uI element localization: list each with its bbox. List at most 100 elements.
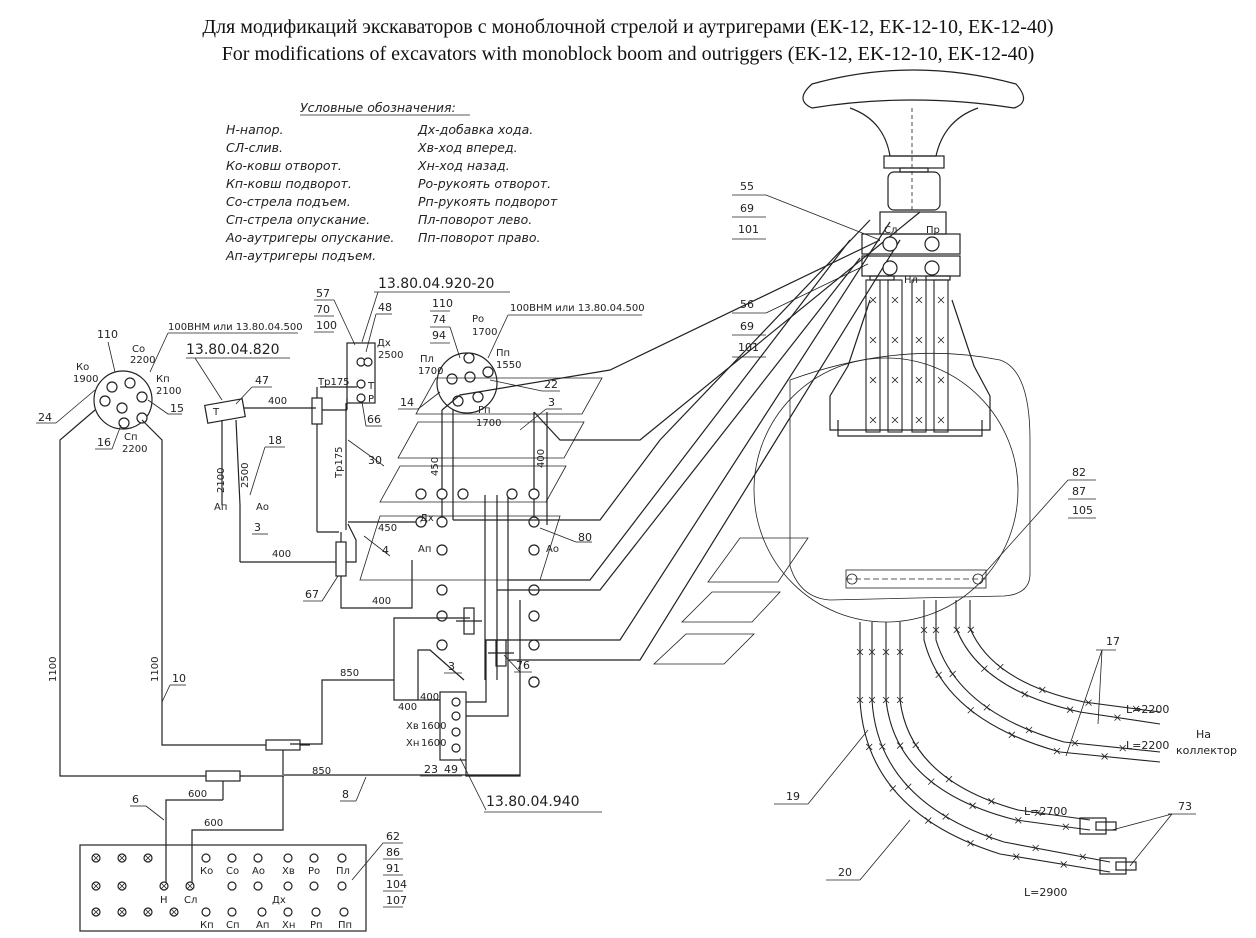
part-62: 62 xyxy=(386,830,400,843)
port-ro-length: 1700 xyxy=(472,327,497,338)
distributor-port-bottom-5 xyxy=(339,907,349,917)
distributor-dx: Дх xyxy=(272,895,286,906)
part-55: 55 xyxy=(740,180,754,193)
distributor-port-mid-3 xyxy=(309,881,319,891)
block-xv-length: 1600 xyxy=(421,721,446,732)
part-3-right: 3 xyxy=(548,396,555,409)
hose-l2200-bottom: L=2200 xyxy=(1126,739,1169,752)
distributor-label-bottom-3: Хн xyxy=(282,920,295,931)
collector-label-line1: На xyxy=(1196,728,1211,741)
dim-450-vertical: 450 xyxy=(430,457,441,476)
dim-400-vertical: 400 xyxy=(536,449,547,468)
part-24: 24 xyxy=(38,411,52,424)
part-15: 15 xyxy=(170,402,184,415)
legend-right-1: Хв-ход вперед. xyxy=(417,140,518,155)
steering-pr: Пр xyxy=(926,225,940,236)
distributor-label-top-5: Пл xyxy=(336,866,350,877)
distributor-port-top-2 xyxy=(253,853,263,863)
distributor-port-bottom-2 xyxy=(257,907,267,917)
valve-920-code: 13.80.04.920-20 xyxy=(378,276,494,292)
part-22: 22 xyxy=(544,378,558,391)
part-18: 18 xyxy=(268,434,282,447)
part-14: 14 xyxy=(400,396,414,409)
dim-600-a: 600 xyxy=(188,789,207,800)
part-19: 19 xyxy=(786,790,800,803)
block-xv: Хв xyxy=(406,721,419,732)
distributor-label-bottom-5: Пп xyxy=(338,920,352,931)
distributor-port-bottom-0 xyxy=(201,907,211,917)
part-67: 67 xyxy=(305,588,319,601)
legend-heading: Условные обозначения: xyxy=(300,100,456,115)
hose-l2700: L=2700 xyxy=(1024,805,1067,818)
distributor-label-bottom-0: Кп xyxy=(200,920,214,931)
lower-piping: 1100 1100 10 600 600 6 xyxy=(48,409,310,884)
distributor-port-bottom-1 xyxy=(227,907,237,917)
legend-right-6: Пп-поворот право. xyxy=(418,230,541,245)
part-49: 49 xyxy=(444,763,458,776)
distributor-port-mid-1 xyxy=(253,881,263,891)
part-23: 23 xyxy=(424,763,438,776)
block-ap: Ап xyxy=(418,544,431,555)
port-pp: Пп xyxy=(496,348,510,359)
port-pl: Пл xyxy=(420,354,434,365)
block-dx: Дх xyxy=(420,513,434,524)
part-3-left: 3 xyxy=(254,521,261,534)
joystick-left-alt-model: 100ВНМ или 13.80.04.500 xyxy=(168,322,303,333)
part-91: 91 xyxy=(386,862,400,875)
distributor-port-top-5 xyxy=(337,853,347,863)
distributor-label-top-0: Ко xyxy=(200,866,213,877)
hose-l2200-top: L=2200 xyxy=(1126,703,1169,716)
part-100: 100 xyxy=(316,319,337,332)
part-4: 4 xyxy=(382,544,389,557)
legend-left-2: Ко-ковш отворот. xyxy=(226,158,342,173)
block-xn: Хн xyxy=(406,738,419,749)
part-69-top: 69 xyxy=(740,202,754,215)
distributor-label-top-1: Со xyxy=(226,866,239,877)
port-co: Со xyxy=(132,344,145,355)
valve-920: 13.80.04.920-20 57 70 100 48 Дх 2500 Т Р… xyxy=(311,276,510,533)
port-kp-length: 2100 xyxy=(156,386,181,397)
distributor-sl: Сл xyxy=(184,895,197,906)
dim-600-b: 600 xyxy=(204,818,223,829)
distributor-label-top-2: Ао xyxy=(252,866,265,877)
legend-left-0: Н-напор. xyxy=(226,122,283,137)
steering-nl: Нл xyxy=(904,275,918,286)
part-82: 82 xyxy=(1072,466,1086,479)
part-74: 74 xyxy=(432,313,446,326)
port-ro: Ро xyxy=(472,314,484,325)
port-ko-length: 1900 xyxy=(73,374,98,385)
part-80: 80 xyxy=(578,531,592,544)
valve-920-p: Р xyxy=(368,394,374,405)
part-48: 48 xyxy=(378,301,392,314)
part-70: 70 xyxy=(316,303,330,316)
port-co-length: 2200 xyxy=(130,355,155,366)
part-101-top: 101 xyxy=(738,223,759,236)
collector-label-line2: коллектор xyxy=(1176,744,1237,757)
valve-820-t: Т xyxy=(212,407,220,418)
distributor-port-mid-2 xyxy=(283,881,293,891)
part-86: 86 xyxy=(386,846,400,859)
distributor-port-mid-4 xyxy=(337,881,347,891)
part-66: 66 xyxy=(367,413,381,426)
central-hose-bundle: 450 400 Дх Ап Ао 450 4 80 xyxy=(348,211,921,688)
port-pl-length: 1700 xyxy=(418,366,443,377)
dim-400-a: 400 xyxy=(268,396,287,407)
block-ao: Ао xyxy=(546,544,559,555)
valve-920-tr175-vertical: Тр175 xyxy=(334,446,345,479)
distributor-port-bottom-3 xyxy=(283,907,293,917)
dim-2100: 2100 xyxy=(216,468,227,493)
block-xn-length: 1600 xyxy=(421,738,446,749)
legend-right-4: Рп-рукоять подворот xyxy=(418,194,558,209)
valve-820-code: 13.80.04.820 xyxy=(186,342,280,358)
part-104: 104 xyxy=(386,878,407,891)
dim-450-horizontal: 450 xyxy=(378,523,397,534)
valve-940-code: 13.80.04.940 xyxy=(486,794,580,810)
distributor-port-bottom-4 xyxy=(311,907,321,917)
distributor-label-top-4: Ро xyxy=(308,866,320,877)
part-101-bottom: 101 xyxy=(738,341,759,354)
port-sp: Сп xyxy=(124,432,138,443)
dim-850-bottom: 850 xyxy=(312,766,331,777)
part-56: 56 xyxy=(740,298,754,311)
valve-820-ao: Ао xyxy=(256,502,269,513)
port-kp: Кп xyxy=(156,374,170,385)
